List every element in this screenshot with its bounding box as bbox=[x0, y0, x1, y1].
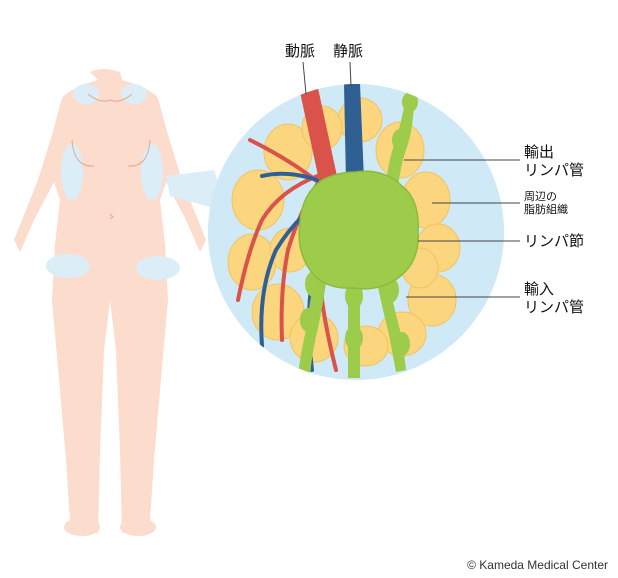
lymph-node bbox=[298, 170, 419, 290]
left-foot bbox=[64, 518, 100, 536]
groin-region-right bbox=[136, 256, 180, 280]
chest-right bbox=[127, 139, 151, 167]
collarbone-lines bbox=[87, 93, 133, 102]
copyright-notice: © Kameda Medical Center bbox=[467, 558, 608, 572]
afferent-lymph-vessels bbox=[298, 262, 410, 378]
adipose-label: 周辺の 脂肪組織 bbox=[524, 190, 568, 216]
artery-vessel bbox=[300, 88, 340, 194]
artery-label: 動脈 bbox=[285, 42, 316, 60]
vein-vessel bbox=[344, 84, 364, 182]
torso bbox=[14, 69, 206, 533]
body-silhouette bbox=[14, 69, 206, 536]
groin-region-left bbox=[46, 254, 90, 278]
navel bbox=[109, 213, 114, 220]
afferent-lymph-label: 輸入 リンパ管 bbox=[524, 280, 585, 316]
artery-leader bbox=[302, 61, 307, 95]
efferent-lymph-valves bbox=[392, 92, 418, 151]
lymph-node-label: リンパ節 bbox=[524, 232, 585, 250]
armpit-region-left bbox=[61, 144, 83, 200]
chest-left bbox=[71, 139, 95, 167]
neck-region-left bbox=[73, 84, 99, 104]
leader-lines bbox=[302, 61, 520, 298]
neck-region-right bbox=[121, 84, 147, 104]
vein-leader bbox=[349, 61, 352, 87]
armpit-region-right bbox=[141, 144, 163, 200]
efferent-lymph-label: 輸出 リンパ管 bbox=[524, 143, 585, 179]
right-foot bbox=[120, 518, 156, 536]
vein-label: 静脈 bbox=[333, 42, 364, 60]
